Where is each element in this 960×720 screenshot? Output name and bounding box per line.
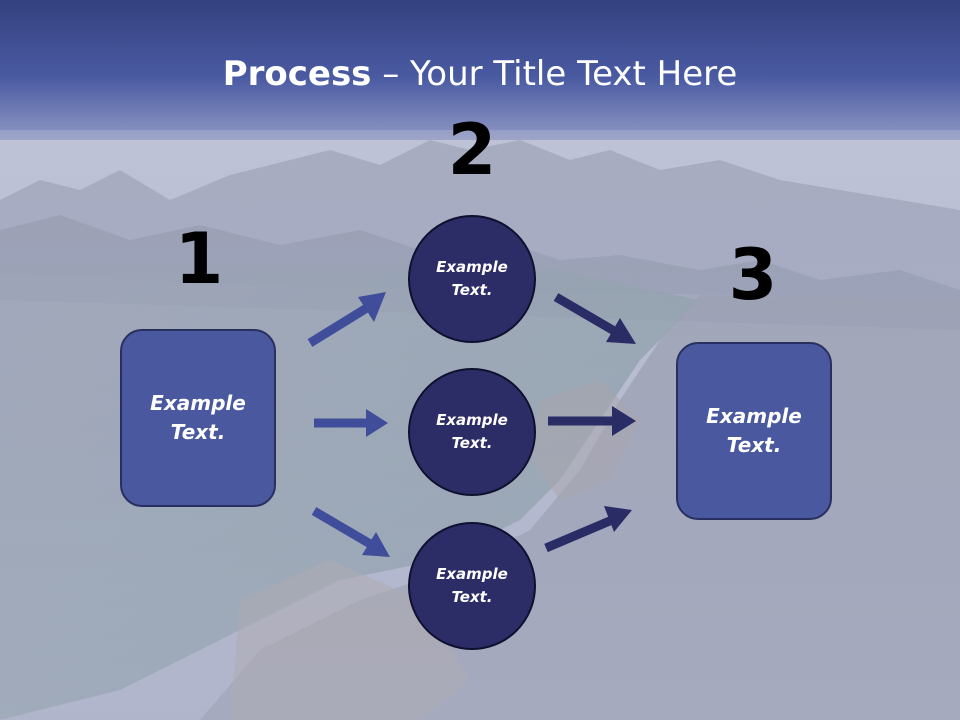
circle-bottom[interactable]: Example Text. bbox=[408, 522, 536, 650]
title-rest: – Your Title Text Here bbox=[371, 54, 738, 94]
circle-top[interactable]: Example Text. bbox=[408, 215, 536, 343]
step-number-1: 1 bbox=[174, 218, 224, 300]
step-number-2: 2 bbox=[447, 109, 497, 191]
circle-middle-text: Example Text. bbox=[436, 411, 508, 452]
arrow-from-bottom-circle bbox=[544, 506, 632, 553]
arrow-to-bottom-circle bbox=[311, 507, 390, 557]
arrow-from-middle-circle bbox=[548, 406, 636, 436]
slide-title: Process – Your Title Text Here bbox=[0, 52, 960, 96]
step-number-3: 3 bbox=[728, 234, 778, 316]
step1-text: Example Text. bbox=[150, 391, 246, 444]
arrow-to-top-circle bbox=[307, 292, 386, 347]
left-arrows bbox=[307, 292, 390, 557]
circle-bottom-text: Example Text. bbox=[436, 565, 508, 606]
circle-top-text: Example Text. bbox=[436, 258, 508, 299]
arrow-from-top-circle bbox=[553, 293, 636, 344]
title-bold: Process bbox=[222, 54, 372, 94]
step1-box[interactable]: Example Text. bbox=[120, 329, 276, 507]
step3-text: Example Text. bbox=[706, 404, 802, 457]
right-arrows bbox=[544, 293, 636, 553]
step3-box[interactable]: Example Text. bbox=[676, 342, 832, 520]
circle-middle[interactable]: Example Text. bbox=[408, 368, 536, 496]
arrow-to-middle-circle bbox=[314, 409, 388, 437]
